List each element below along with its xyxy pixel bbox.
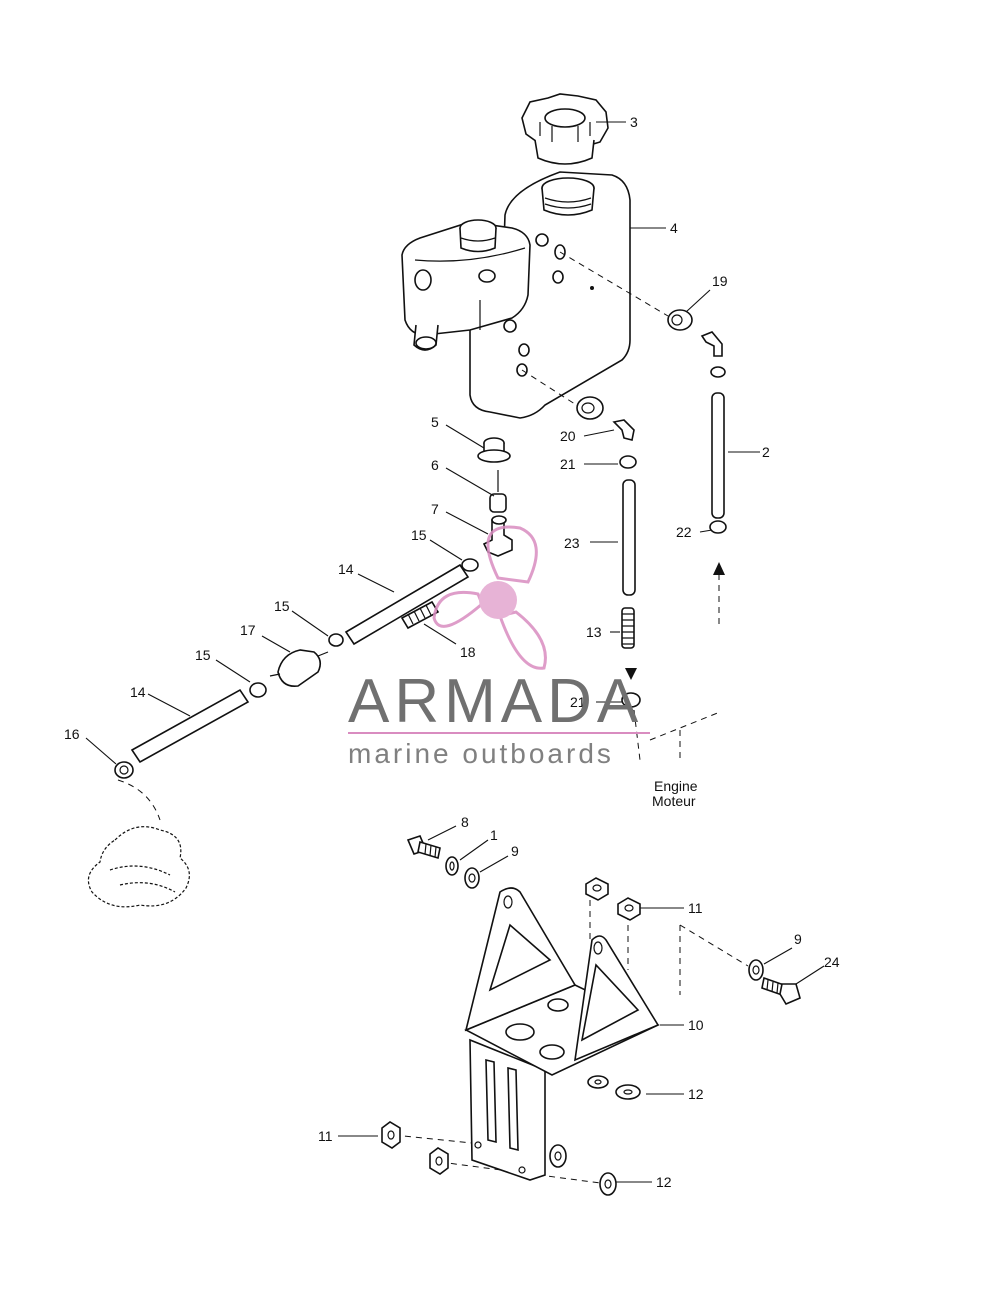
callout-20: 20 xyxy=(560,428,576,444)
callout-9: 9 xyxy=(511,843,519,859)
callout-12: 12 xyxy=(656,1174,672,1190)
callout-labels: 3 4 19 2 5 20 21 6 22 7 23 15 14 15 13 1… xyxy=(64,114,840,1190)
elbow-fitting xyxy=(612,331,723,441)
callout-5: 5 xyxy=(431,414,439,430)
callout-14: 14 xyxy=(338,561,354,577)
callout-21: 21 xyxy=(570,694,586,710)
callout-15: 15 xyxy=(195,647,211,663)
moteur-label: Moteur xyxy=(652,793,696,809)
callout-11: 11 xyxy=(318,1128,333,1144)
engine-label: Engine xyxy=(654,778,698,794)
grommet xyxy=(576,309,693,420)
spring xyxy=(621,607,635,649)
nut-11 xyxy=(381,877,641,1175)
callout-13: 13 xyxy=(586,624,602,640)
callout-19: 19 xyxy=(712,273,728,289)
dashed-guides xyxy=(117,251,749,1185)
callout-1: 1 xyxy=(490,827,498,843)
callout-2: 2 xyxy=(762,444,770,460)
callout-9: 9 xyxy=(794,931,802,947)
callout-8: 8 xyxy=(461,814,469,830)
callout-17: 17 xyxy=(240,622,256,638)
fuel-hose xyxy=(622,479,636,596)
callout-18: 18 xyxy=(460,644,476,660)
washer-12 xyxy=(549,1075,641,1196)
hose-spring xyxy=(400,600,440,630)
fuel-filter xyxy=(269,649,329,688)
fuel-tank xyxy=(401,171,631,419)
callout-15: 15 xyxy=(274,598,290,614)
filler-cap xyxy=(521,93,609,165)
bolt-8 xyxy=(406,835,441,860)
propeller-logo-icon xyxy=(432,525,547,670)
fuel-line-upper xyxy=(344,563,470,646)
brand-divider xyxy=(348,732,650,734)
brand-title: ARMADA xyxy=(348,667,643,736)
callout-21: 21 xyxy=(560,456,576,472)
leader-lines xyxy=(85,121,825,1183)
callout-14: 14 xyxy=(130,684,146,700)
flow-arrow xyxy=(625,668,637,680)
callout-22: 22 xyxy=(676,524,692,540)
brand-tagline: marine outboards xyxy=(348,738,614,769)
callout-23: 23 xyxy=(564,535,580,551)
callout-7: 7 xyxy=(431,501,439,517)
callout-3: 3 xyxy=(630,114,638,130)
armada-watermark: ARMADA marine outboards xyxy=(348,525,650,769)
callout-6: 6 xyxy=(431,457,439,473)
washer-9 xyxy=(464,867,764,981)
fuel-line-lower xyxy=(130,688,250,764)
callout-11: 11 xyxy=(688,900,703,916)
bolt-24 xyxy=(761,976,801,1006)
engine-note: Engine Moteur xyxy=(652,778,698,809)
callout-15: 15 xyxy=(411,527,427,543)
primer-bulb xyxy=(87,826,190,908)
callout-10: 10 xyxy=(688,1017,704,1033)
callout-16: 16 xyxy=(64,726,80,742)
callout-4: 4 xyxy=(670,220,678,236)
hose-clamp xyxy=(619,366,727,708)
hose-connector xyxy=(249,558,479,698)
plug-cap xyxy=(477,437,511,463)
quick-connector xyxy=(114,761,134,779)
washer-1 xyxy=(445,856,459,876)
flow-arrow xyxy=(713,562,725,575)
callout-24: 24 xyxy=(824,954,840,970)
mounting-bracket xyxy=(464,887,660,1181)
callout-12: 12 xyxy=(688,1086,704,1102)
pickup-tube xyxy=(489,470,507,513)
vent-hose xyxy=(711,392,725,519)
